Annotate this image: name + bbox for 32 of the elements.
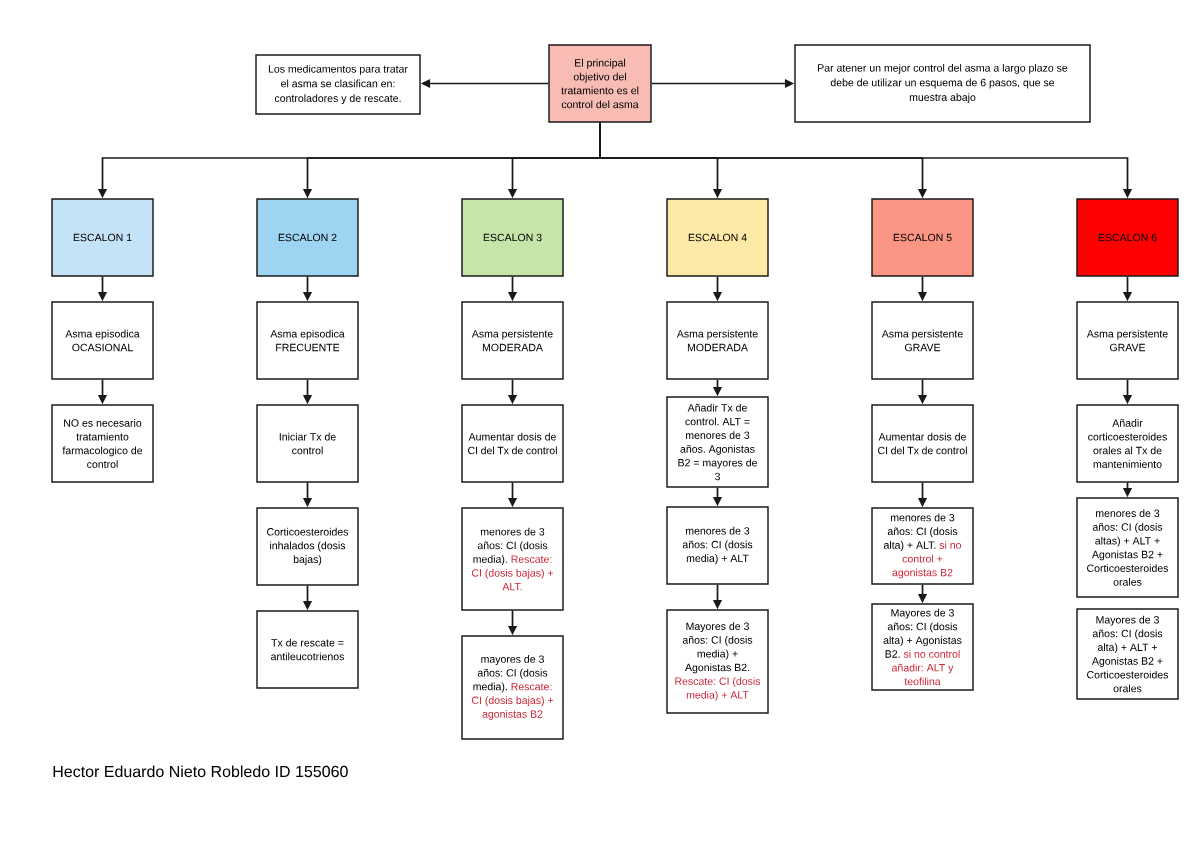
author-name: Hector Eduardo Nieto Robledo ID 155060 xyxy=(53,765,348,778)
goal-box: El principal objetivo del tratamiento es el control del asma xyxy=(548,44,652,123)
process-box: Aumentar dosis de CI del Tx de control xyxy=(461,404,564,483)
step-box: ESCALON 3 xyxy=(461,198,564,277)
process-box: Aumentar dosis de CI del Tx de control xyxy=(871,404,974,483)
process-box: Corticoesteroides inhalados (dosis bajas) xyxy=(256,507,359,586)
process-box: Tx de rescate = antileucotrienos xyxy=(256,610,359,689)
step-box: ESCALON 4 xyxy=(666,198,769,277)
process-box: mayores de 3 años: CI (dosis media). Rescate: CI (dosis bajas) + agonistas B2 xyxy=(461,635,564,740)
note-box: Par atener un mejor control del asma a largo plazo se debe de utilizar un esquema de 6 pasos, que se muestra abajo xyxy=(794,44,1091,123)
process-box: Mayores de 3 años: CI (dosis alta) + Agonistas B2. si no control añadir: ALT y teofilina xyxy=(871,603,974,691)
process-box: Asma episodica FRECUENTE xyxy=(256,301,359,380)
process-box: Iniciar Tx de control xyxy=(256,404,359,483)
process-box: menores de 3 años: CI (dosis altas) + ALT + Agonistas B2 + Corticoesteroides orales xyxy=(1076,497,1179,598)
process-box: Mayores de 3 años: CI (dosis alta) + ALT + Agonistas B2 + Corticoesteroides orales xyxy=(1076,608,1179,700)
step-box: ESCALON 6 xyxy=(1076,198,1179,277)
process-box: Asma persistente GRAVE xyxy=(871,301,974,380)
process-box: Asma persistente MODERADA xyxy=(461,301,564,380)
step-box: ESCALON 1 xyxy=(51,198,154,277)
process-box: menores de 3 años: CI (dosis media). Rescate: CI (dosis bajas) + ALT. xyxy=(461,507,564,611)
process-box: NO es necesario tratamiento farmacologico de control xyxy=(51,404,154,483)
process-box: menores de 3 años: CI (dosis alta) + ALT. si no control + agonistas B2 xyxy=(871,507,974,585)
process-box: menores de 3 años: CI (dosis media) + ALT xyxy=(666,506,769,585)
process-box: Añadir corticoesteroides orales al Tx de mantenimiento xyxy=(1076,404,1179,483)
note-box: Los medicamentos para tratar el asma se clasifican en: controladores y de rescate. xyxy=(255,54,421,115)
process-box: Mayores de 3 años: CI (dosis media) + Agonistas B2. Rescate: CI (dosis media) + ALT xyxy=(666,609,769,714)
process-box: Asma episodica OCASIONAL xyxy=(51,301,154,380)
process-box: Asma persistente MODERADA xyxy=(666,301,769,380)
process-box: Asma persistente GRAVE xyxy=(1076,301,1179,380)
step-box: ESCALON 5 xyxy=(871,198,974,277)
process-box: Añadir Tx de control. ALT = menores de 3 años. Agonistas B2 = mayores de 3 xyxy=(666,396,769,488)
step-box: ESCALON 2 xyxy=(256,198,359,277)
